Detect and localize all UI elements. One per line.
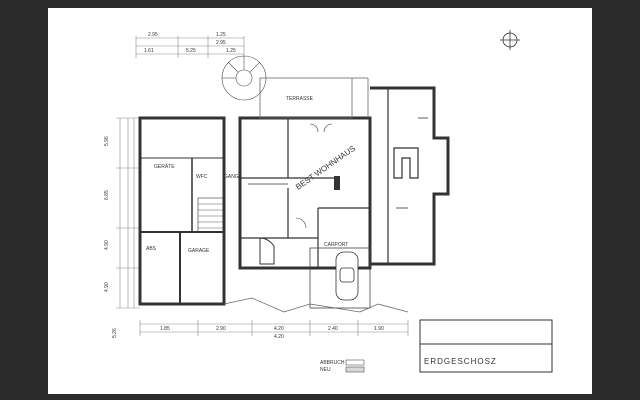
dim-bottom-2: 4.20 [274, 326, 284, 332]
dim-bottom-1: 2.90 [216, 326, 226, 332]
left-dimension-labels: 5.96 6.85 4.90 4.90 5.26 [104, 136, 118, 338]
label-carport: CARPORT [324, 242, 348, 248]
entry-stair [259, 237, 275, 265]
annex-walls [138, 116, 226, 306]
legend-new-swatch [345, 366, 365, 373]
dim-left-2: 4.90 [104, 240, 110, 250]
dim-top-1: 1.25 [216, 32, 226, 38]
label-storage: ABS [146, 246, 157, 252]
title-text: ERDGESCHOSZ [424, 357, 497, 366]
label-corridor: GANG [224, 174, 239, 180]
dim-left-1: 6.85 [104, 190, 110, 200]
ground-outline [223, 297, 409, 313]
dim-top-5: 1.25 [226, 48, 236, 54]
dim-bottom-3: 2.40 [328, 326, 338, 332]
dim-left-4: 5.26 [112, 328, 118, 338]
dim-top-0: 2.95 [148, 32, 158, 38]
top-dimension-labels: 2.95 1.25 1.61 5.25 2.95 1.25 [144, 32, 236, 54]
dim-top-3: 5.25 [186, 48, 196, 54]
carport [309, 247, 371, 309]
left-dimension-lines [116, 117, 140, 309]
title-block [419, 319, 553, 373]
north-arrow-icon [500, 30, 520, 50]
dim-top-2: 1.61 [144, 48, 154, 54]
legend-demolition-swatch [345, 359, 365, 366]
legend: ABBRUCH NEU [320, 359, 365, 373]
bottom-dimension-lines [139, 320, 409, 336]
label-terrace: TERRASSE [286, 96, 314, 102]
dim-bottom-4: 1.90 [374, 326, 384, 332]
label-wfc: WFC [196, 174, 208, 180]
floor-plan: 2.95 1.25 1.61 5.25 2.95 1.25 5.96 6 [104, 30, 553, 373]
terrace [259, 77, 369, 119]
label-workshop: GERÄTE [154, 163, 175, 170]
annex-labels: GERÄTE ABS GARAGE WFC GANG [146, 163, 239, 254]
dim-bottom-0: 1.85 [160, 326, 170, 332]
dim-top-4: 2.95 [216, 40, 226, 46]
bottom-dimension-labels: 1.85 2.90 4.20 2.40 1.90 4.20 [160, 326, 384, 340]
car-icon [335, 251, 359, 301]
legend-demolition: ABBRUCH [320, 360, 345, 366]
legend-new: NEU [320, 367, 331, 373]
top-dimension-lines [135, 36, 245, 58]
chimney [334, 176, 340, 190]
dim-left-3: 4.90 [104, 282, 110, 292]
label-garage: GARAGE [188, 248, 210, 254]
label-existing-house: BEST WOHNHAUS [294, 144, 357, 192]
dim-left-0: 5.96 [104, 136, 110, 146]
dim-bottom-5: 4.20 [274, 334, 284, 340]
spiral-stair [221, 55, 267, 101]
right-wing-walls [370, 86, 450, 266]
drawing-sheet: 2.95 1.25 1.61 5.25 2.95 1.25 5.96 6 [48, 8, 592, 394]
